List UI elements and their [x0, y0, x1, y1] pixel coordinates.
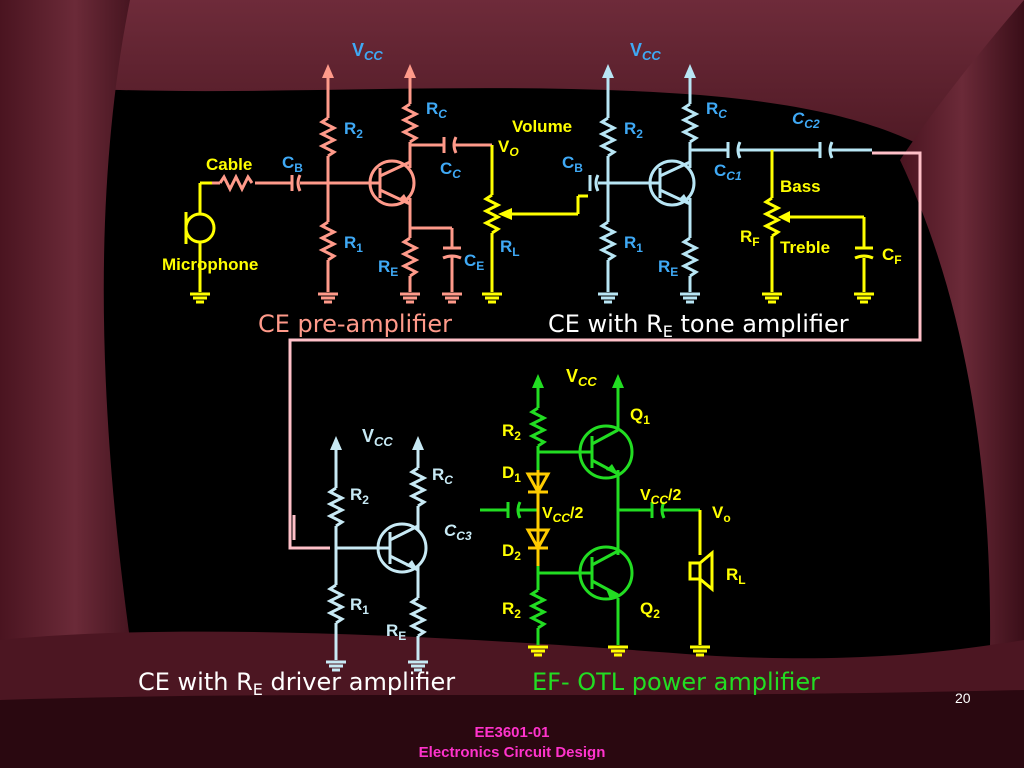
tone-cb-label: CB — [562, 153, 583, 175]
preamp-cc-label: CC — [440, 159, 461, 181]
preamp-details — [290, 64, 462, 304]
driver-details — [330, 436, 424, 570]
tone-controls — [762, 150, 874, 304]
volume-wiper-arrow — [498, 208, 512, 220]
footer-title: Electronics Circuit Design — [418, 744, 606, 761]
preamp-cb-label: CB — [282, 153, 303, 175]
tone-r1-label: R1 — [624, 233, 643, 255]
preamp-vo-label: VO — [498, 137, 519, 159]
bias-diodes — [525, 470, 551, 566]
footer-course: EE3601-01 — [474, 724, 550, 741]
bass-label: Bass — [780, 177, 821, 196]
preamp-caption: CE pre-amplifier — [258, 310, 452, 338]
volume-pot — [482, 145, 588, 304]
bass-wiper-arrow — [778, 211, 790, 223]
microphone-label: Microphone — [162, 255, 258, 274]
interstage-wire — [288, 151, 922, 550]
speaker-symbol — [528, 510, 714, 657]
driver-re-label: RE — [386, 621, 406, 643]
preamp-r2-label: R2 — [344, 119, 363, 141]
power-caption: EF- OTL power amplifier — [532, 668, 820, 696]
driver-r1-label: R1 — [350, 595, 369, 617]
tone-cc2-label: CC2 — [792, 109, 820, 131]
driver-caption: CE with RE driver amplifier — [138, 668, 455, 699]
tone-rf-label: RF — [740, 227, 760, 249]
power-d1-label: D1 — [502, 463, 521, 485]
page-number: 20 — [955, 690, 971, 706]
preamp-re-label: RE — [378, 257, 398, 279]
driver-rc-label: RC — [432, 465, 453, 487]
power-vcc-half-mid-label: VCC/2 — [542, 505, 583, 525]
power-r2-top-label: R2 — [502, 421, 521, 443]
preamp-r1-label: R1 — [344, 233, 363, 255]
tone-amp-circuit — [598, 72, 872, 292]
tone-vcc-label: VCC — [630, 40, 661, 63]
cable-label: Cable — [206, 155, 252, 174]
driver-cc3-label: CC3 — [444, 521, 472, 543]
volume-label: Volume — [512, 117, 572, 136]
driver-r2-label: R2 — [350, 485, 369, 507]
treble-label: Treble — [780, 238, 830, 257]
preamp-ce-label: CE — [464, 251, 484, 273]
power-q2-label: Q2 — [640, 599, 660, 621]
tone-cf-label: CF — [882, 245, 902, 267]
tone-cc1-label: CC1 — [714, 161, 742, 183]
power-vcc-half-right-label: VCC/2 — [640, 487, 681, 507]
power-rl-label: RL — [726, 565, 746, 587]
tone-amp-details — [588, 64, 834, 304]
preamp-circuit — [212, 72, 492, 292]
preamp-rc-label: RC — [426, 99, 447, 121]
preamp-rl-label: RL — [500, 237, 520, 259]
tone-rc-label: RC — [706, 99, 727, 121]
power-r2-bottom-label: R2 — [502, 599, 521, 621]
preamp-vcc-label: VCC — [352, 40, 383, 63]
tone-amp-caption: CE with RE tone amplifier — [548, 310, 849, 341]
power-q1-label: Q1 — [630, 405, 650, 427]
tone-r2-label: R2 — [624, 119, 643, 141]
power-vcc-label: VCC — [566, 366, 597, 389]
power-vo-label: Vo — [712, 503, 731, 525]
tone-re-label: RE — [658, 257, 678, 279]
power-amp-details — [506, 374, 666, 599]
microphone-symbol — [184, 181, 216, 304]
driver-vcc-label: VCC — [362, 426, 393, 449]
power-d2-label: D2 — [502, 541, 521, 563]
